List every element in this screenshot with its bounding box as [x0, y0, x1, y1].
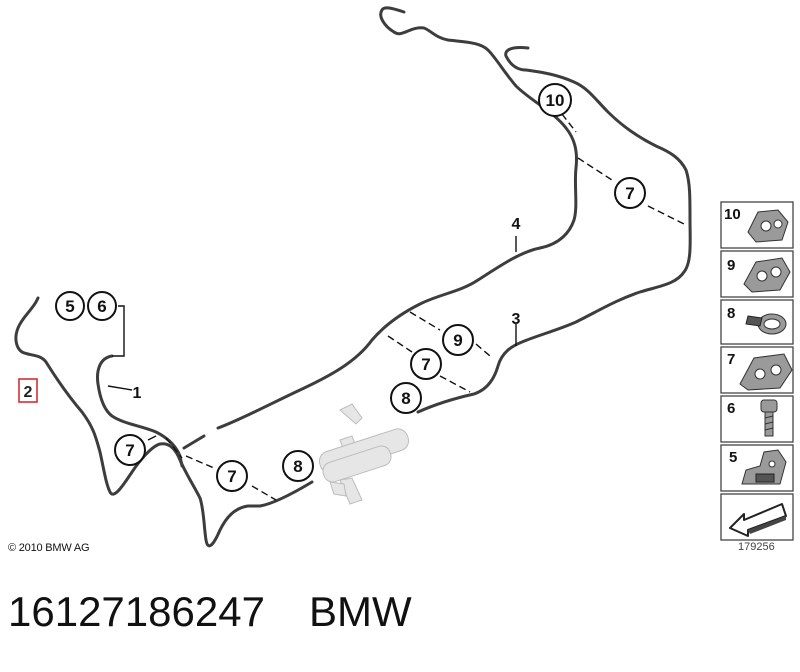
svg-text:9: 9 [453, 331, 462, 350]
callout-9[interactable]: 9 [442, 324, 474, 356]
svg-text:5: 5 [729, 449, 737, 466]
svg-text:7: 7 [421, 355, 430, 374]
svg-text:10: 10 [724, 206, 741, 223]
bracket-icon [741, 449, 787, 485]
copyright-text: © 2010 BMW AG [8, 542, 90, 554]
callout-5[interactable]: 5 [55, 291, 85, 321]
parts-legend: 10 9 8 7 [720, 201, 794, 541]
callout-7-lower[interactable]: 7 [216, 460, 248, 492]
fuel-line-2 [14, 296, 314, 548]
svg-text:9: 9 [727, 257, 735, 274]
callout-7-middle[interactable]: 7 [410, 348, 442, 380]
legend-item-7[interactable]: 7 [720, 346, 794, 394]
callout-7-left[interactable]: 7 [114, 434, 146, 466]
svg-text:5: 5 [65, 297, 74, 316]
label-3[interactable]: 3 [512, 311, 521, 328]
charcoal-filter-component [318, 403, 410, 505]
label-4[interactable]: 4 [512, 216, 521, 233]
svg-text:8: 8 [293, 457, 302, 476]
brand-name: BMW [308, 588, 412, 635]
drawing-number: 179256 [738, 541, 775, 553]
label-2: 2 [24, 384, 33, 401]
callout-8-lower[interactable]: 8 [282, 450, 314, 482]
fuel-lines [14, 6, 692, 548]
legend-item-9[interactable]: 9 [720, 250, 794, 298]
fuel-line-4 [216, 6, 578, 430]
legend-item-10[interactable]: 10 [720, 201, 794, 249]
leader-lines [107, 113, 685, 501]
label-1[interactable]: 1 [133, 385, 142, 402]
footer: 16127186247 BMW [8, 588, 412, 648]
callout-10[interactable]: 10 [538, 83, 572, 117]
callout-6[interactable]: 6 [87, 291, 117, 321]
callout-7-upper[interactable]: 7 [614, 177, 646, 209]
fuel-line-3 [416, 46, 692, 414]
legend-item-5[interactable]: 5 [720, 444, 794, 492]
callout-8-middle[interactable]: 8 [390, 382, 422, 414]
svg-text:6: 6 [97, 297, 106, 316]
svg-text:7: 7 [227, 467, 236, 486]
svg-text:10: 10 [546, 91, 565, 110]
svg-text:8: 8 [727, 305, 735, 322]
svg-text:8: 8 [401, 389, 410, 408]
legend-item-arrow [720, 493, 794, 541]
arrow-indicator-icon [729, 503, 787, 537]
hose-clamp-icon [745, 313, 787, 335]
bolt-icon [760, 399, 778, 437]
legend-item-6[interactable]: 6 [720, 395, 794, 443]
clip-9-icon [743, 257, 791, 293]
clip-7-icon [739, 353, 793, 391]
legend-item-8[interactable]: 8 [720, 299, 794, 345]
part-number: 16127186247 [8, 588, 265, 635]
part-2-highlight[interactable]: 2 [18, 378, 38, 403]
svg-text:7: 7 [625, 184, 634, 203]
svg-text:7: 7 [727, 351, 735, 368]
clip-10-icon [747, 209, 789, 243]
svg-text:6: 6 [727, 400, 735, 417]
svg-text:7: 7 [125, 441, 134, 460]
